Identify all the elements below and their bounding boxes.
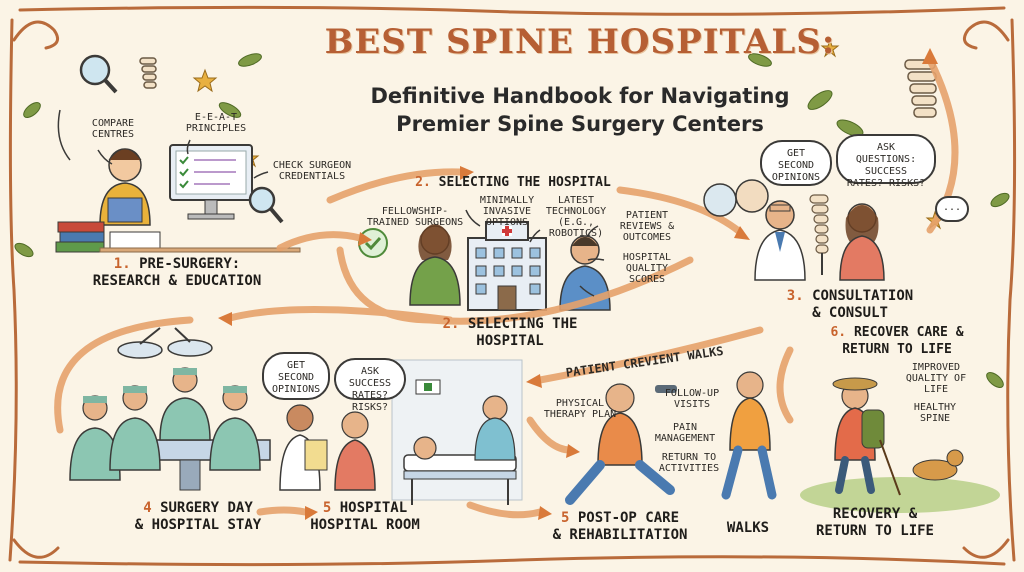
step-5-room-number: 5 — [322, 500, 332, 516]
ask-questions-bubble: ASK QUESTIONS: SUCCESS RATES? RISKS? — [836, 134, 936, 189]
rehab-scene — [565, 371, 777, 505]
step-1-subtitle: RESEARCH & EDUCATION — [92, 273, 262, 289]
step-1-title: PRE-SURGERY: — [139, 256, 241, 272]
return-activities-label: RETURN TO ACTIVITIES — [658, 452, 720, 474]
pain-management-label: PAIN MANAGEMENT — [654, 422, 716, 444]
step-1-label: 1. PRE-SURGERY: RESEARCH & EDUCATION — [72, 256, 282, 290]
recovery-subtitle: RETURN TO LIFE — [815, 523, 934, 539]
consult-scene — [703, 179, 885, 281]
eeat-principles-label: E-E-A-T PRINCIPLES — [185, 112, 247, 134]
step-6-number: 6. — [830, 325, 847, 340]
step-6-title: RECOVER CARE & — [853, 325, 964, 340]
fellowship-label: FELLOWSHIP-TRAINED SURGEONS — [366, 206, 464, 228]
quality-scores-label: HOSPITAL QUALITY SCORES — [622, 252, 672, 285]
step-4-label: 4 SURGERY DAY & HOSPITAL STAY — [118, 500, 278, 534]
research-scene — [55, 144, 301, 253]
recovery-label: RECOVERY & RETURN TO LIFE — [800, 506, 950, 540]
step-3-number: 3. — [786, 288, 804, 304]
patient-reviews-label: PATIENT REVIEWS & OUTCOMES — [619, 210, 675, 243]
recovery-title: RECOVERY & — [832, 506, 918, 522]
step-4-number: 4 — [143, 500, 152, 516]
check-credentials-label: CHECK SURGEON CREDENTIALS — [272, 160, 352, 182]
leaf-decorations — [14, 53, 1010, 388]
step-2-title: SELECTING THE — [467, 316, 578, 332]
step-1-number: 1. — [113, 256, 131, 272]
room-ask-bubble: ASK SUCCESS RATES? RISKS? — [334, 358, 406, 413]
step-2-banner: 2. SELECTING THE HOSPITAL — [398, 174, 628, 191]
step-3-title: CONSULTATION — [812, 288, 914, 304]
minimally-invasive-label: MINIMALLY INVASIVE OPTIONS — [479, 195, 535, 228]
latest-tech-label: LATEST TECHNOLOGY (e.g., Robotics) — [545, 195, 607, 239]
step-5-rehab-title: POST-OP CARE — [577, 510, 680, 526]
ellipsis-bubble: ... — [935, 196, 969, 222]
hospital-room-scene — [279, 359, 523, 505]
improved-quality-label: IMPROVED QUALITY OF LIFE — [905, 362, 967, 395]
step-5-room-title: HOSPITAL — [339, 500, 408, 516]
page-title: BEST SPINE HOSPITALS: — [324, 22, 836, 62]
step-2-banner-title: SELECTING THE HOSPITAL — [438, 175, 611, 190]
spine-model-icon — [904, 59, 937, 118]
follow-up-label: FOLLOW-UP VISITS — [664, 388, 720, 410]
arrow-heads — [218, 48, 938, 520]
vine-border — [8, 5, 1017, 567]
step-6-subtitle: RETURN TO LIFE — [842, 342, 952, 357]
magnifier-icon — [79, 54, 118, 94]
page-subtitle: Definitive Handbook for Navigating Premi… — [280, 82, 880, 138]
step-5-rehab-subtitle: & REHABILITATION — [552, 527, 688, 543]
hospital-scene — [358, 221, 611, 311]
step-2-subtitle: HOSPITAL — [476, 333, 544, 349]
recovery-scene — [800, 377, 1000, 513]
step-6-label: 6. RECOVER CARE & RETURN TO LIFE — [812, 324, 982, 358]
flow-arrows — [54, 56, 959, 519]
step-3-subtitle: & CONSULT — [812, 305, 888, 321]
spine-icon — [139, 57, 157, 89]
step-5-room-subtitle: HOSPITAL ROOM — [310, 517, 420, 533]
walks-label: WALKS — [726, 520, 770, 536]
subtitle-line-2: Premier Spine Surgery Centers — [396, 112, 764, 136]
step-4-subtitle: & HOSPITAL STAY — [134, 517, 262, 533]
step-5-rehab-label: 5 POST-OP CARE & REHABILITATION — [545, 510, 695, 544]
second-opinions-bubble: GET SECOND OPINIONS — [760, 140, 832, 186]
compare-centres-label: COMPARE CENTRES — [91, 118, 135, 140]
step-2-banner-number: 2. — [415, 175, 431, 190]
step-4-title: SURGERY DAY — [160, 500, 253, 516]
pointer-arrows — [57, 109, 605, 297]
step-2-number: 2. — [442, 316, 460, 332]
physical-therapy-label: PHYSICAL THERAPY PLAN — [543, 398, 617, 420]
surgery-scene — [69, 327, 271, 491]
room-second-opinions-bubble: GET SECOND OPINIONS — [262, 352, 330, 400]
subtitle-line-1: Definitive Handbook for Navigating — [370, 84, 790, 108]
step-5-rehab-number: 5 — [560, 510, 570, 526]
step-5-room-label: 5 HOSPITAL HOSPITAL ROOM — [300, 500, 430, 534]
step-2-label: 2. SELECTING THE HOSPITAL — [420, 316, 600, 350]
step-3-label: 3. CONSULTATION & CONSULT — [770, 288, 930, 322]
healthy-spine-label: HEALTHY SPINE — [913, 402, 957, 424]
